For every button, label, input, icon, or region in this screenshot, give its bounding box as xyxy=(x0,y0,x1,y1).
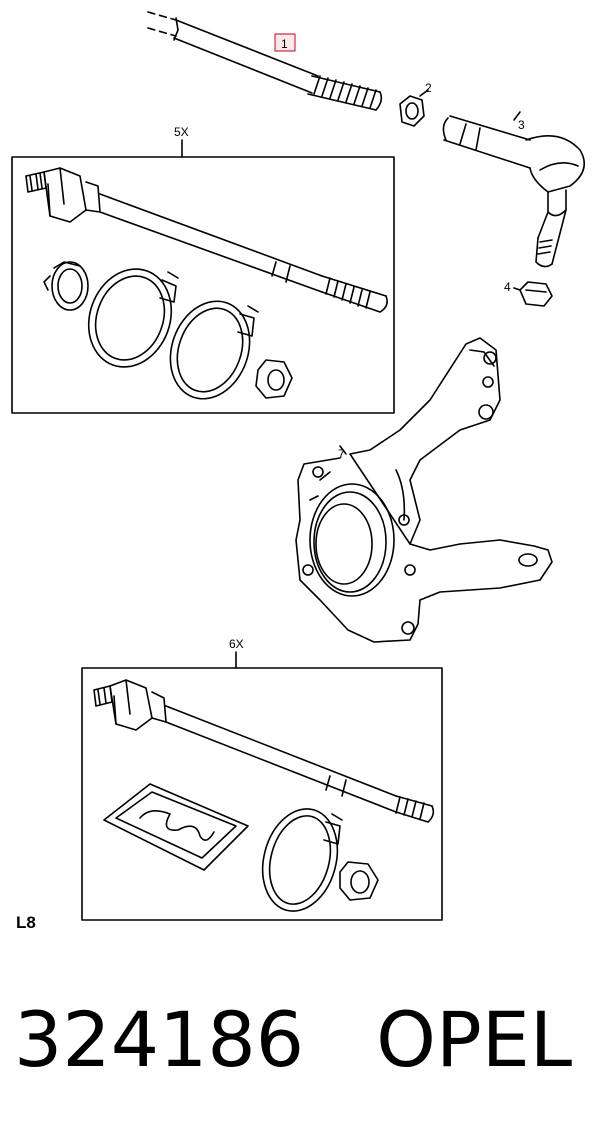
inner-tie-rod-6x xyxy=(93,679,435,823)
tie-rod-end-part-3 xyxy=(442,111,586,268)
grease-packet-6x xyxy=(103,783,249,871)
callout-1-box xyxy=(274,33,296,52)
large-clamp-5x-b xyxy=(169,300,259,400)
steering-knuckle-part-7 xyxy=(295,337,553,643)
callout-1-label: 1 xyxy=(281,37,288,51)
nut-part-2 xyxy=(399,89,429,127)
callout-2-label: 2 xyxy=(425,81,432,95)
callout-4-label: 4 xyxy=(504,280,511,294)
tie-rod-part-1 xyxy=(147,11,383,111)
nut-6x xyxy=(339,861,379,901)
callout-3-label: 3 xyxy=(518,118,525,132)
small-clamp-5x xyxy=(43,261,89,311)
callout-6x-label: 6X xyxy=(229,637,244,651)
inner-tie-rod-5x xyxy=(25,167,388,313)
kit-6x-frame xyxy=(81,651,443,921)
nut-5x xyxy=(255,359,293,399)
callout-5x-label: 5X xyxy=(174,125,189,139)
callout-7-label: 7 xyxy=(338,447,345,461)
large-clamp-6x xyxy=(261,808,343,912)
brand-name: OPEL xyxy=(376,995,573,1084)
kit-5x-frame xyxy=(11,139,395,414)
nut-part-4 xyxy=(513,281,553,307)
part-number: 324186 xyxy=(14,995,305,1084)
large-clamp-5x-a xyxy=(87,268,179,368)
section-code: L8 xyxy=(16,913,36,932)
footer-caption: 324186 OPEL xyxy=(14,995,594,1085)
